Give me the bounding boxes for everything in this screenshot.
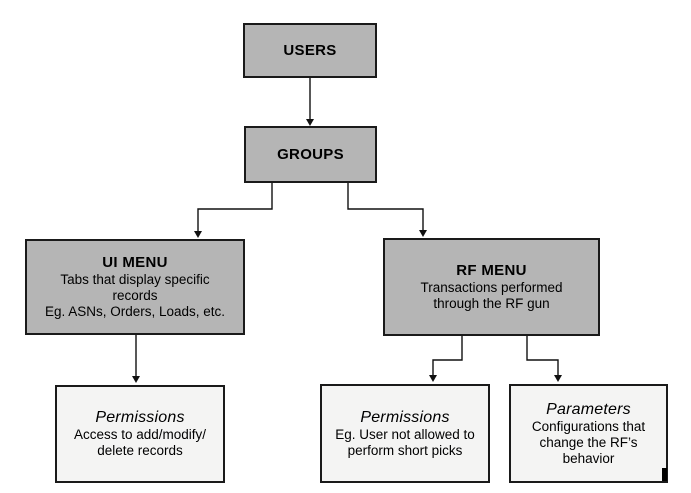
ui-permissions-title: Permissions <box>95 409 185 426</box>
rf-parameters-description: Configurations that change the RF’s beha… <box>531 418 646 466</box>
rf-permissions-title: Permissions <box>360 408 450 426</box>
rf-parameters-box: Parameters Configurations that change th… <box>509 384 668 483</box>
rf-permissions-box: Permissions Eg. User not allowed to perf… <box>320 384 490 483</box>
border-artifact-mark <box>662 468 667 481</box>
ui-menu-description: Tabs that display specific records Eg. A… <box>44 272 226 319</box>
rf-menu-description: Transactions performed through the RF gu… <box>420 280 563 311</box>
rf-parameters-title: Parameters <box>546 400 631 418</box>
rf-menu-box: RF MENU Transactions performed through t… <box>383 238 600 336</box>
users-title: USERS <box>283 41 337 59</box>
ui-permissions-description: Access to add/modify/ delete records <box>73 427 207 458</box>
groups-box: GROUPS <box>244 126 377 183</box>
ui-permissions-box: Permissions Access to add/modify/ delete… <box>55 385 225 483</box>
rf-permissions-description: Eg. User not allowed to perform short pi… <box>335 426 475 458</box>
ui-menu-box: UI MENU Tabs that display specific recor… <box>25 239 245 335</box>
users-box: USERS <box>243 23 377 78</box>
groups-title: GROUPS <box>277 145 344 163</box>
rf-menu-title: RF MENU <box>456 262 527 279</box>
ui-menu-title: UI MENU <box>102 254 168 271</box>
